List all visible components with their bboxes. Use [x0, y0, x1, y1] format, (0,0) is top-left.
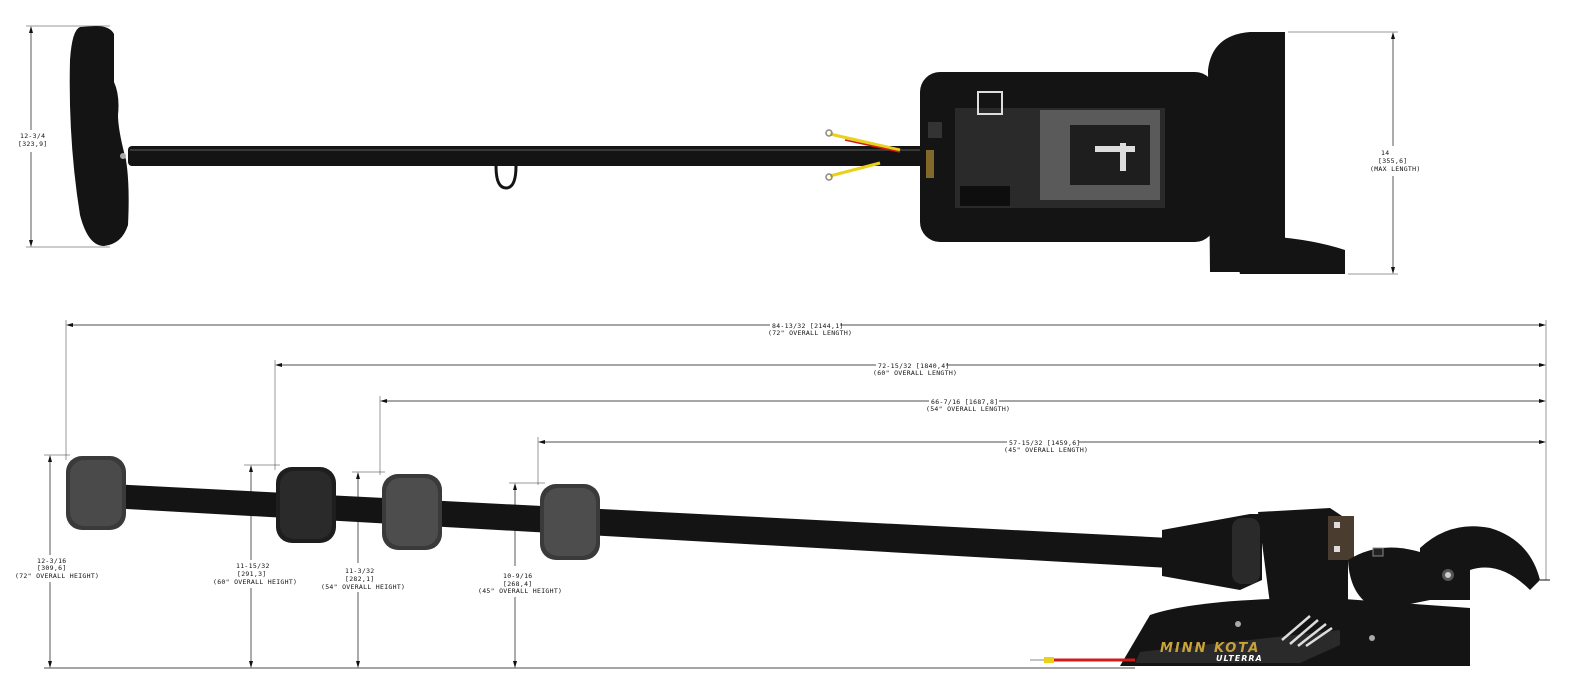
power-cord	[1030, 657, 1135, 663]
length-60-value: 72-15/32 [1840,4]	[878, 362, 950, 370]
handle-height-value: 12-3/4	[20, 132, 45, 140]
length-dimension-72: 84-13/32 [2144,1] (72" OVERALL LENGTH)	[65, 320, 1547, 580]
handle-position-45	[540, 484, 600, 560]
shaft-collar-hook	[494, 165, 518, 190]
top-view: 12-3/4 [323,9]	[18, 25, 1421, 275]
height-60-note: (60" OVERALL HEIGHT)	[213, 578, 297, 586]
height-45-note: (45" OVERALL HEIGHT)	[478, 587, 562, 595]
handle-height-metric: [323,9]	[18, 140, 48, 148]
length-54-value: 66-7/16 [1687,8]	[931, 398, 998, 406]
height-54-note: (54" OVERALL HEIGHT)	[321, 583, 405, 591]
shaft-top	[128, 146, 928, 166]
side-view: 84-13/32 [2144,1] (72" OVERALL LENGTH) 7…	[15, 320, 1550, 669]
mount-height-dimension: 14 [355,6] (MAX LENGTH)	[1288, 31, 1421, 275]
handle-position-72	[66, 456, 126, 530]
brand-logo: MINN KOTA	[1160, 641, 1260, 656]
mount-height-metric: [355,6]	[1378, 157, 1408, 165]
height-60-value: 11-15/32	[236, 562, 270, 570]
length-72-note: (72" OVERALL LENGTH)	[768, 329, 852, 337]
handle-position-60	[276, 467, 336, 543]
length-60-note: (60" OVERALL LENGTH)	[873, 369, 957, 377]
height-dimension-60: 11-15/32 [291,3] (60" OVERALL HEIGHT)	[213, 464, 297, 668]
height-72-note: (72" OVERALL HEIGHT)	[15, 572, 99, 580]
length-dimension-45: 57-15/32 [1459,6] (45" OVERALL LENGTH)	[537, 437, 1546, 485]
model-logo: ULTERRA	[1216, 654, 1263, 663]
length-45-note: (45" OVERALL LENGTH)	[1004, 446, 1088, 454]
length-54-note: (54" OVERALL LENGTH)	[926, 405, 1010, 413]
height-60-metric: [291,3]	[237, 570, 267, 578]
battery-wires	[825, 129, 901, 181]
handle-pivot-icon	[120, 153, 126, 159]
height-45-metric: [268,4]	[503, 580, 533, 588]
height-54-metric: [282,1]	[345, 575, 375, 583]
height-72-value: 12-3/16	[37, 557, 67, 565]
length-45-value: 57-15/32 [1459,6]	[1009, 439, 1081, 447]
tiller-handle	[69, 26, 129, 246]
mount-height-note: (MAX LENGTH)	[1370, 165, 1421, 173]
height-dimension-72: 12-3/16 [309,6] (72" OVERALL HEIGHT)	[15, 454, 99, 668]
height-54-value: 11-3/32	[345, 567, 375, 575]
motor-mount-side: MINN KOTA ULTERRA	[1120, 508, 1550, 666]
mount-top-body	[920, 32, 1345, 274]
mount-height-value: 14	[1381, 149, 1389, 157]
length-dimension-60: 72-15/32 [1840,4] (60" OVERALL LENGTH)	[274, 360, 1546, 470]
height-72-metric: [309,6]	[37, 564, 67, 572]
height-45-value: 10-9/16	[503, 572, 533, 580]
handle-position-54	[382, 474, 442, 550]
vent-slots	[1281, 615, 1333, 648]
shaft-side	[110, 484, 1170, 568]
height-dimension-45: 10-9/16 [268,4] (45" OVERALL HEIGHT)	[478, 482, 562, 668]
length-72-value: 84-13/32 [2144,1]	[772, 322, 844, 330]
handle-height-dimension: 12-3/4 [323,9]	[18, 25, 110, 248]
length-dimension-54: 66-7/16 [1687,8] (54" OVERALL LENGTH)	[379, 396, 1546, 475]
